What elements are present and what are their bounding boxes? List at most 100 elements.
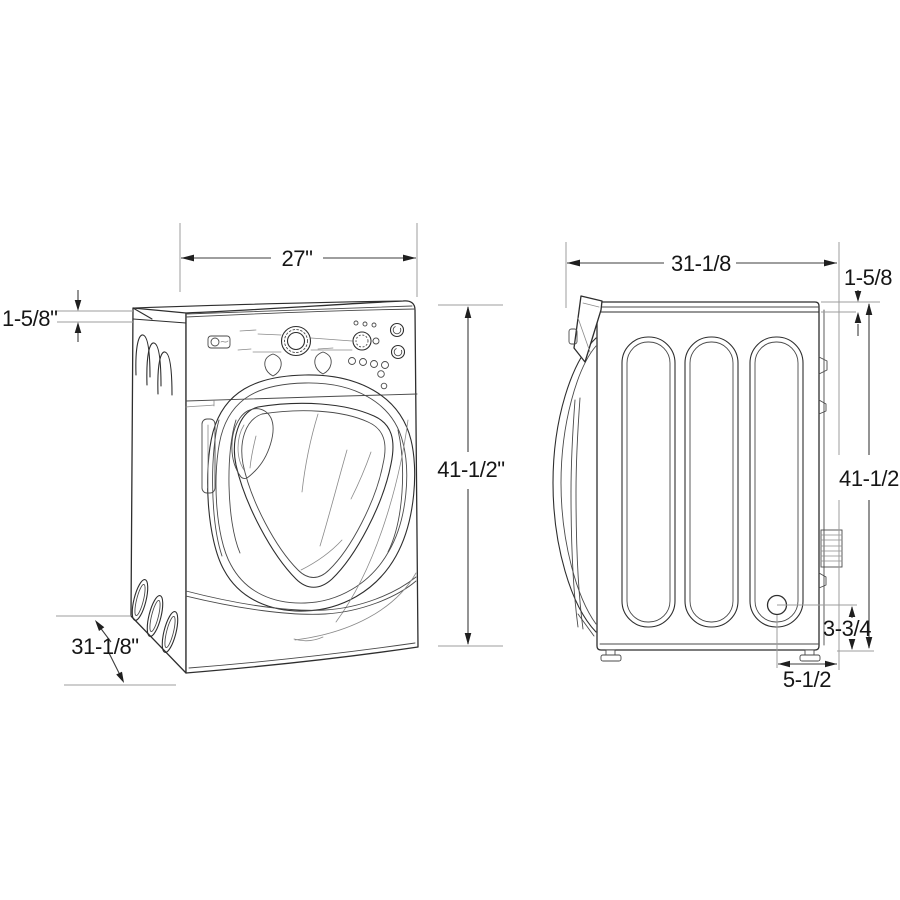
door-bottom-seam xyxy=(577,613,595,637)
door-bulge-mid xyxy=(560,345,597,625)
base-swoosh-large xyxy=(294,572,417,641)
dim-front-width: 27" xyxy=(179,223,418,297)
dim-side-height-label: 41-1/2 xyxy=(839,466,899,491)
handle-pocket-inner xyxy=(237,424,245,471)
side-panel-ovals xyxy=(131,579,179,653)
dim-front-width-label: 27" xyxy=(281,246,312,271)
shield-mark-1 xyxy=(264,353,282,377)
side-door-profile xyxy=(552,295,603,637)
dim-front-top-thickness-label: 1-5/8" xyxy=(2,306,58,331)
main-cycle-knob xyxy=(280,325,312,357)
front-foot-stem xyxy=(605,649,616,656)
dim-drain-side-offset-label: 5-1/2 xyxy=(783,667,831,692)
status-lights xyxy=(353,320,377,328)
dim-side-depth: 31-1/8 xyxy=(565,242,840,670)
arrowhead xyxy=(95,620,105,631)
front-bottom-edge-inner xyxy=(188,642,416,669)
door-glass-inner xyxy=(241,410,386,578)
arrowhead xyxy=(74,322,82,333)
front-top-edge xyxy=(132,300,404,309)
door-ring-left-contour xyxy=(228,419,241,554)
side-panel-arch-1 xyxy=(135,334,151,378)
door-outer-ring xyxy=(207,374,416,612)
dim-front-height-label: 41-1/2" xyxy=(437,457,504,482)
option-buttons xyxy=(348,357,389,390)
arrowhead xyxy=(848,606,856,617)
front-face xyxy=(185,300,419,674)
kick-panel-seam-1 xyxy=(185,576,417,611)
dispenser-seam xyxy=(185,400,215,408)
wedge-seam-2 xyxy=(577,317,591,353)
arrowhead xyxy=(854,291,862,302)
dim-side-top-thickness-label: 1-5/8 xyxy=(844,265,892,290)
secondary-knob xyxy=(352,331,380,351)
panel-line-upper xyxy=(257,333,353,342)
dim-front-height: 41-1/2" xyxy=(437,304,505,647)
control-panel-seam xyxy=(185,393,418,402)
rear-foot-stem xyxy=(804,649,815,656)
round-button-top xyxy=(389,322,405,338)
side-body xyxy=(596,301,820,651)
front-cabinet xyxy=(130,300,419,674)
front-foot-pad xyxy=(600,654,622,662)
round-button-bottom xyxy=(390,344,406,360)
arrowhead xyxy=(464,306,472,318)
control-panel-wedge xyxy=(573,295,603,363)
side-view xyxy=(552,295,843,662)
door-inner-ring xyxy=(215,382,408,604)
front-control-panel xyxy=(207,320,406,390)
top-band-front xyxy=(185,308,416,318)
arrowhead xyxy=(825,660,837,668)
dim-side-depth-label: 31-1/8 xyxy=(671,251,731,276)
door-ring-outer-left-contour xyxy=(212,419,223,557)
arrowhead xyxy=(778,660,790,668)
door-face-line-1 xyxy=(570,399,579,628)
arrowhead xyxy=(567,259,580,267)
door-face-line-2 xyxy=(575,397,584,630)
door-glass-outer xyxy=(233,402,394,588)
arrowhead xyxy=(74,300,82,311)
shield-mark-2 xyxy=(314,351,332,375)
side-knob-nub xyxy=(568,328,578,345)
glass-reflections xyxy=(249,413,372,571)
door-lower-sweep xyxy=(335,419,409,623)
door-hinge-bar xyxy=(201,418,216,494)
arrowhead xyxy=(116,671,124,683)
panel-line-lower xyxy=(252,349,353,353)
door-handle-pocket xyxy=(231,408,274,480)
logo-script xyxy=(220,340,229,343)
front-view xyxy=(130,300,419,674)
dim-drain-height: 3-3/4 xyxy=(777,604,872,650)
top-band-side xyxy=(132,318,187,324)
side-rear-fittings xyxy=(818,356,843,589)
arrowhead xyxy=(464,633,472,645)
side-leveling-feet xyxy=(600,649,821,662)
drain-hose-connector xyxy=(820,529,843,568)
dim-front-top-thickness: 1-5/8" xyxy=(2,290,133,342)
arrowhead xyxy=(403,254,416,262)
arrowhead xyxy=(865,637,873,649)
top-corner-seam xyxy=(132,307,153,320)
wedge-seam-1 xyxy=(582,302,600,308)
arrowhead xyxy=(824,259,837,267)
panel-label-1 xyxy=(239,329,257,332)
rear-foot-pad xyxy=(799,654,821,662)
arrowhead xyxy=(848,639,856,650)
arrowhead xyxy=(181,254,194,262)
dim-side-height: 41-1/2 xyxy=(837,303,900,652)
door-bulge-outer xyxy=(552,337,597,633)
dim-front-depth-label: 31-1/8" xyxy=(71,634,138,659)
panel-label-2 xyxy=(237,348,252,351)
front-base-panel xyxy=(185,572,417,642)
panel-label-3 xyxy=(317,347,334,350)
door-ring-right-contour xyxy=(387,429,403,553)
kick-panel-seam-2 xyxy=(185,580,417,615)
ge-logo-circle-icon xyxy=(210,337,220,347)
dim-front-depth: 31-1/8" xyxy=(56,615,176,686)
side-panel-arch-3 xyxy=(157,351,173,396)
side-cabinet xyxy=(596,301,825,651)
side-panel-arch-2 xyxy=(146,342,162,387)
dim-drain-height-label: 3-3/4 xyxy=(823,616,871,641)
